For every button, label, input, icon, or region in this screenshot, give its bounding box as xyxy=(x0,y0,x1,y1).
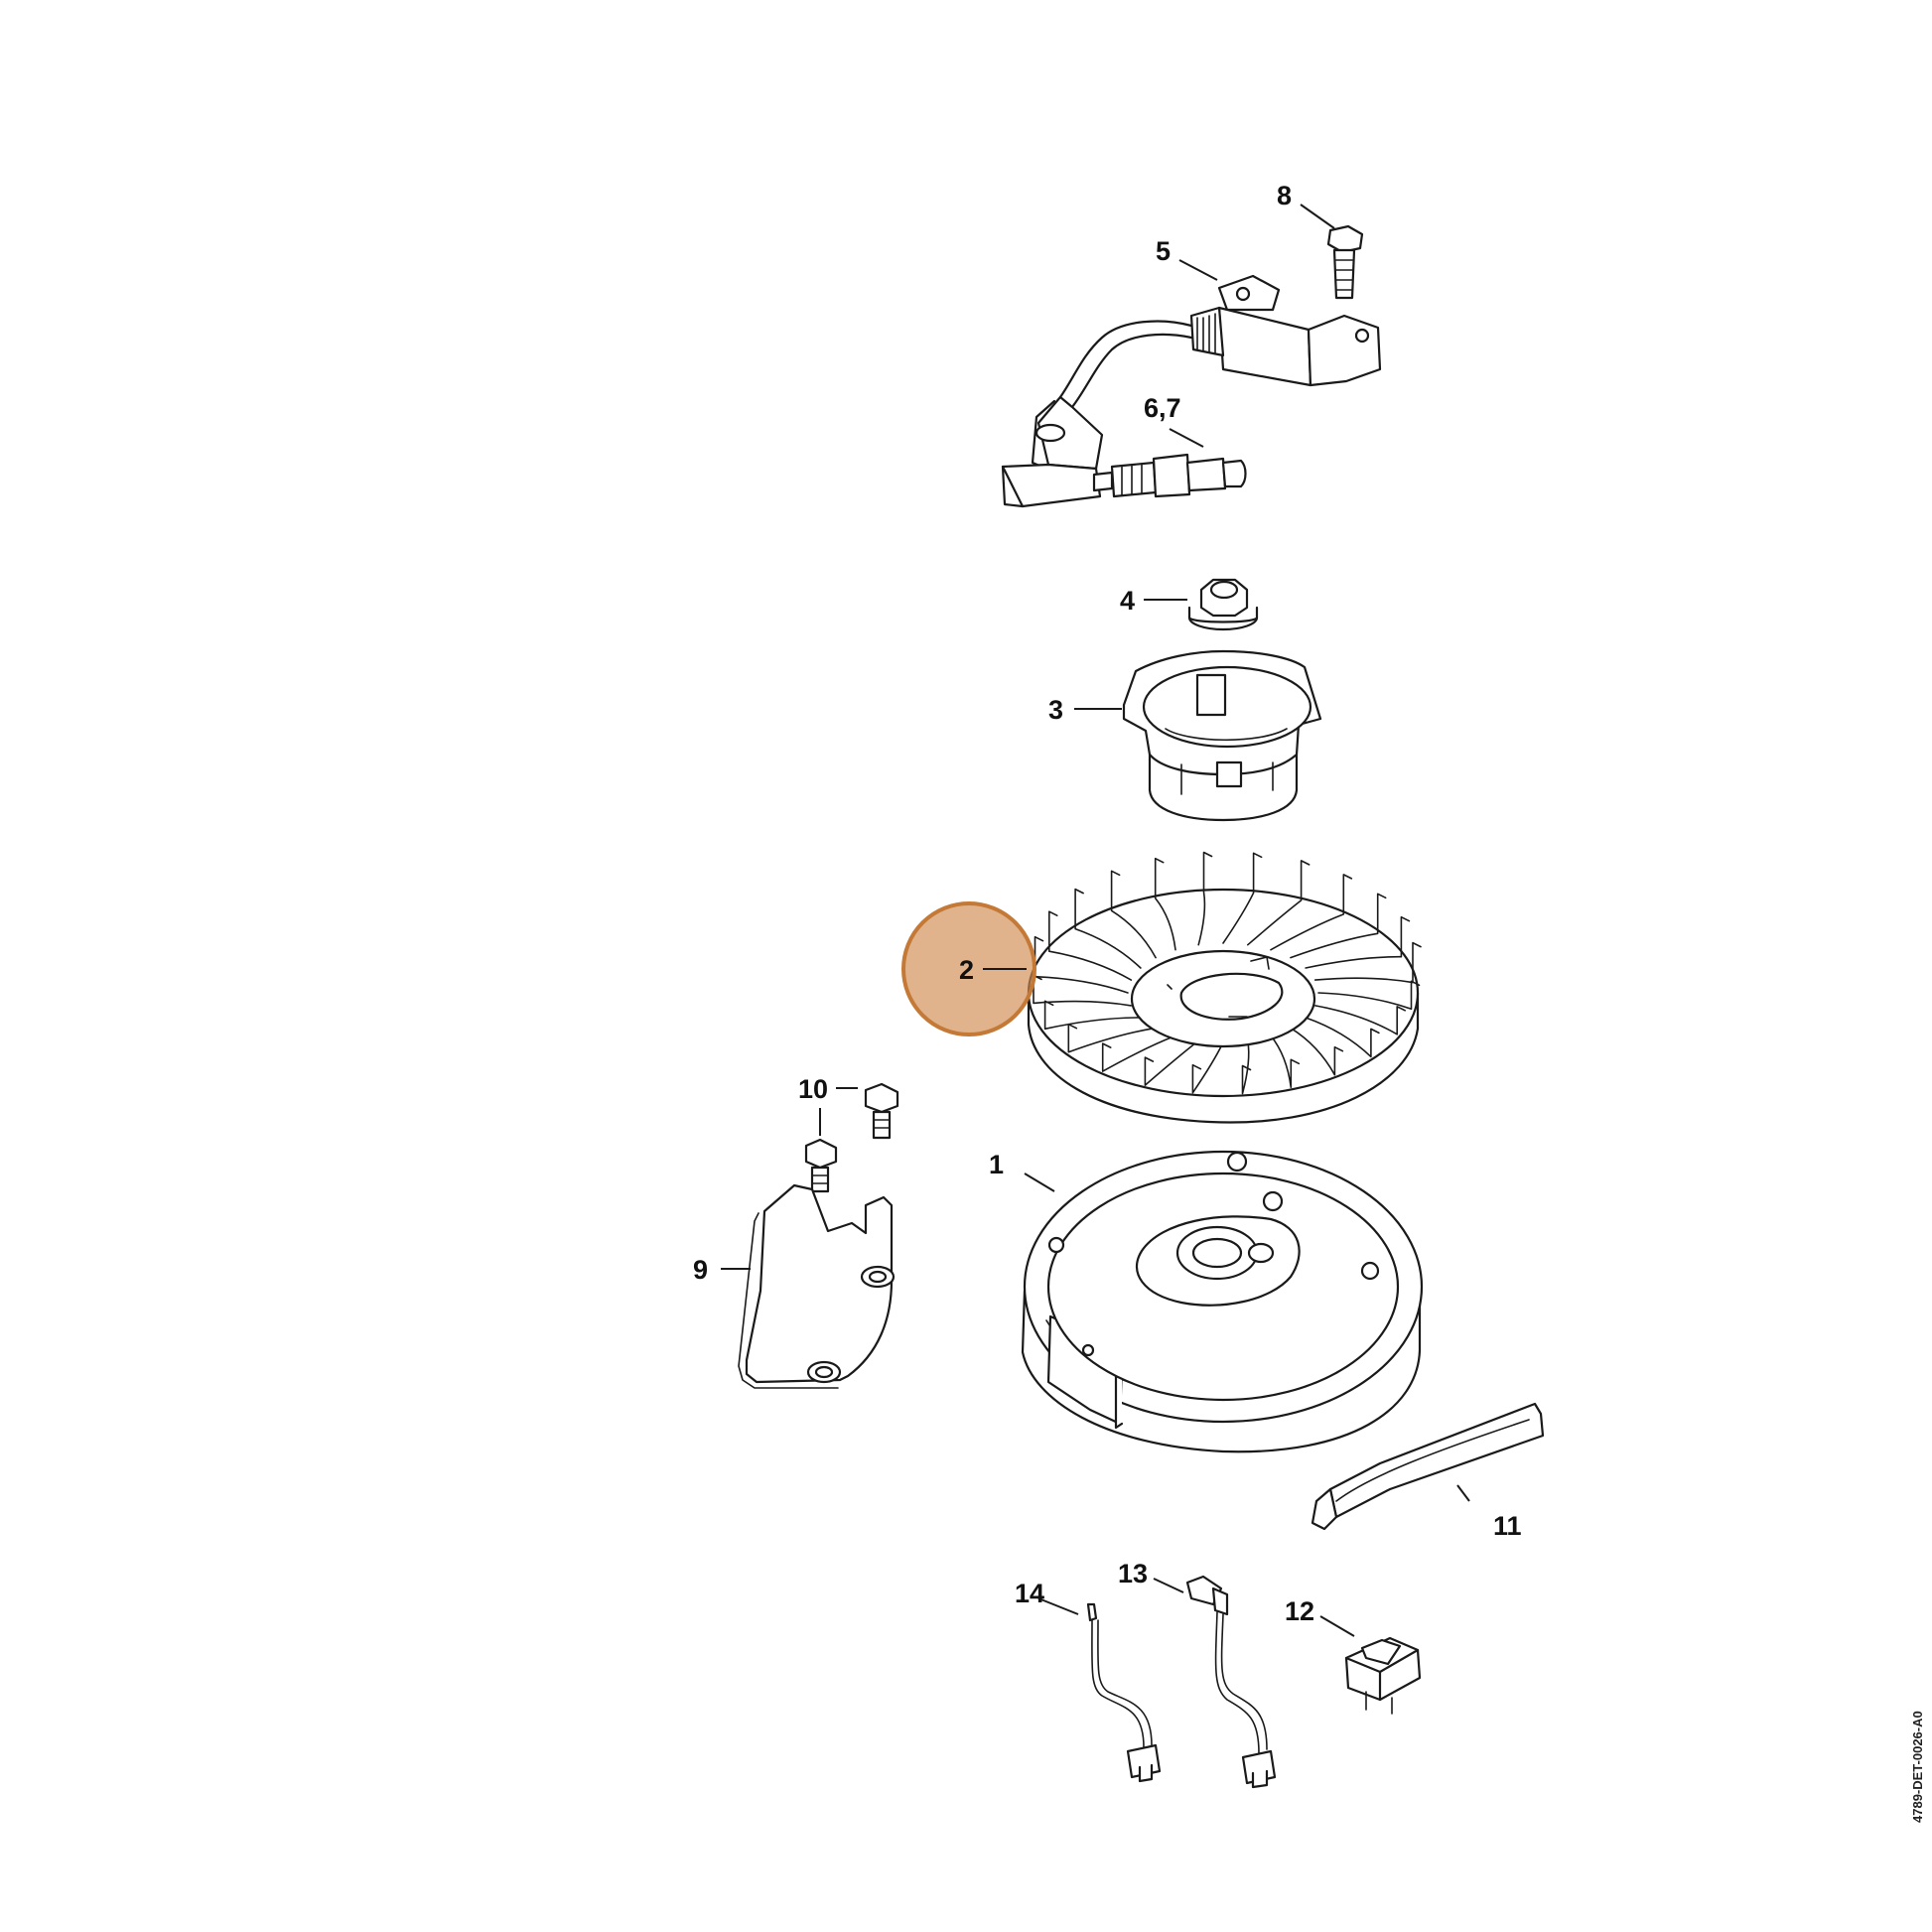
highlight-marker[interactable] xyxy=(901,901,1036,1036)
callout-labels: 8 5 6,7 4 3 2 1 10 9 11 14 13 12 xyxy=(693,181,1522,1626)
part-13-connector-cable[interactable] xyxy=(1185,1575,1277,1789)
callout-6-7[interactable]: 6,7 xyxy=(1144,393,1181,423)
part-11-magnet-strip[interactable] xyxy=(1311,1402,1545,1531)
fan-blade xyxy=(1317,980,1421,1011)
callout-10[interactable]: 10 xyxy=(798,1074,828,1104)
part-9-bracket[interactable] xyxy=(738,1183,896,1389)
fan-blade xyxy=(1313,941,1422,984)
part-6-7-spark-plug[interactable] xyxy=(1092,453,1247,498)
part-14-wire[interactable] xyxy=(1086,1602,1162,1783)
part-8-bolt[interactable] xyxy=(1326,224,1364,300)
callout-12[interactable]: 12 xyxy=(1285,1596,1314,1626)
fan-blades xyxy=(1033,851,1422,1095)
callout-11[interactable]: 11 xyxy=(1493,1511,1522,1541)
drawing-reference: 4789-DET-0026-A0 xyxy=(1910,1711,1925,1823)
fan-blade xyxy=(1197,851,1213,946)
part-4-nut[interactable] xyxy=(1187,578,1259,631)
fan-blade xyxy=(1074,888,1142,969)
fan-blade xyxy=(1048,910,1133,981)
fan-blade xyxy=(1144,1039,1199,1086)
callout-3[interactable]: 3 xyxy=(1048,695,1063,725)
fan-blade xyxy=(1290,1027,1344,1076)
part-2-fan-wheel[interactable] xyxy=(1027,851,1422,1124)
fan-blade xyxy=(1313,1005,1406,1035)
callout-1[interactable]: 1 xyxy=(989,1150,1004,1179)
fan-blade xyxy=(1110,870,1157,959)
callout-5[interactable]: 5 xyxy=(1156,236,1171,266)
part-3-starter-cup[interactable] xyxy=(1122,649,1322,822)
part-1-flywheel[interactable] xyxy=(1021,1150,1424,1453)
callout-2[interactable]: 2 xyxy=(959,955,974,985)
fan-blade xyxy=(1290,893,1387,959)
fan-blade xyxy=(1067,1023,1157,1053)
fan-blade xyxy=(1270,874,1353,951)
fan-blade xyxy=(1043,1000,1142,1031)
fan-blade xyxy=(1033,974,1133,1007)
fan-blade xyxy=(1154,857,1176,951)
fan-blade xyxy=(1101,1035,1176,1072)
fan-blade xyxy=(1305,1017,1380,1058)
callout-4[interactable]: 4 xyxy=(1120,586,1135,616)
part-10-bolts[interactable] xyxy=(804,1082,899,1193)
fan-blade xyxy=(1222,852,1263,944)
callout-9[interactable]: 9 xyxy=(693,1255,708,1285)
fan-blade xyxy=(1270,1035,1301,1089)
part-5-ignition-coil[interactable] xyxy=(1058,274,1382,409)
spark-plug-boot[interactable] xyxy=(1001,395,1104,508)
callout-8[interactable]: 8 xyxy=(1277,181,1292,210)
part-12-switch[interactable] xyxy=(1344,1636,1422,1715)
fan-blade xyxy=(1305,915,1411,969)
fan-blade xyxy=(1241,1039,1252,1095)
leader-lines xyxy=(721,204,1470,1637)
fan-blade xyxy=(1247,860,1311,946)
callout-14[interactable]: 14 xyxy=(1015,1579,1044,1608)
callout-13[interactable]: 13 xyxy=(1118,1559,1148,1588)
